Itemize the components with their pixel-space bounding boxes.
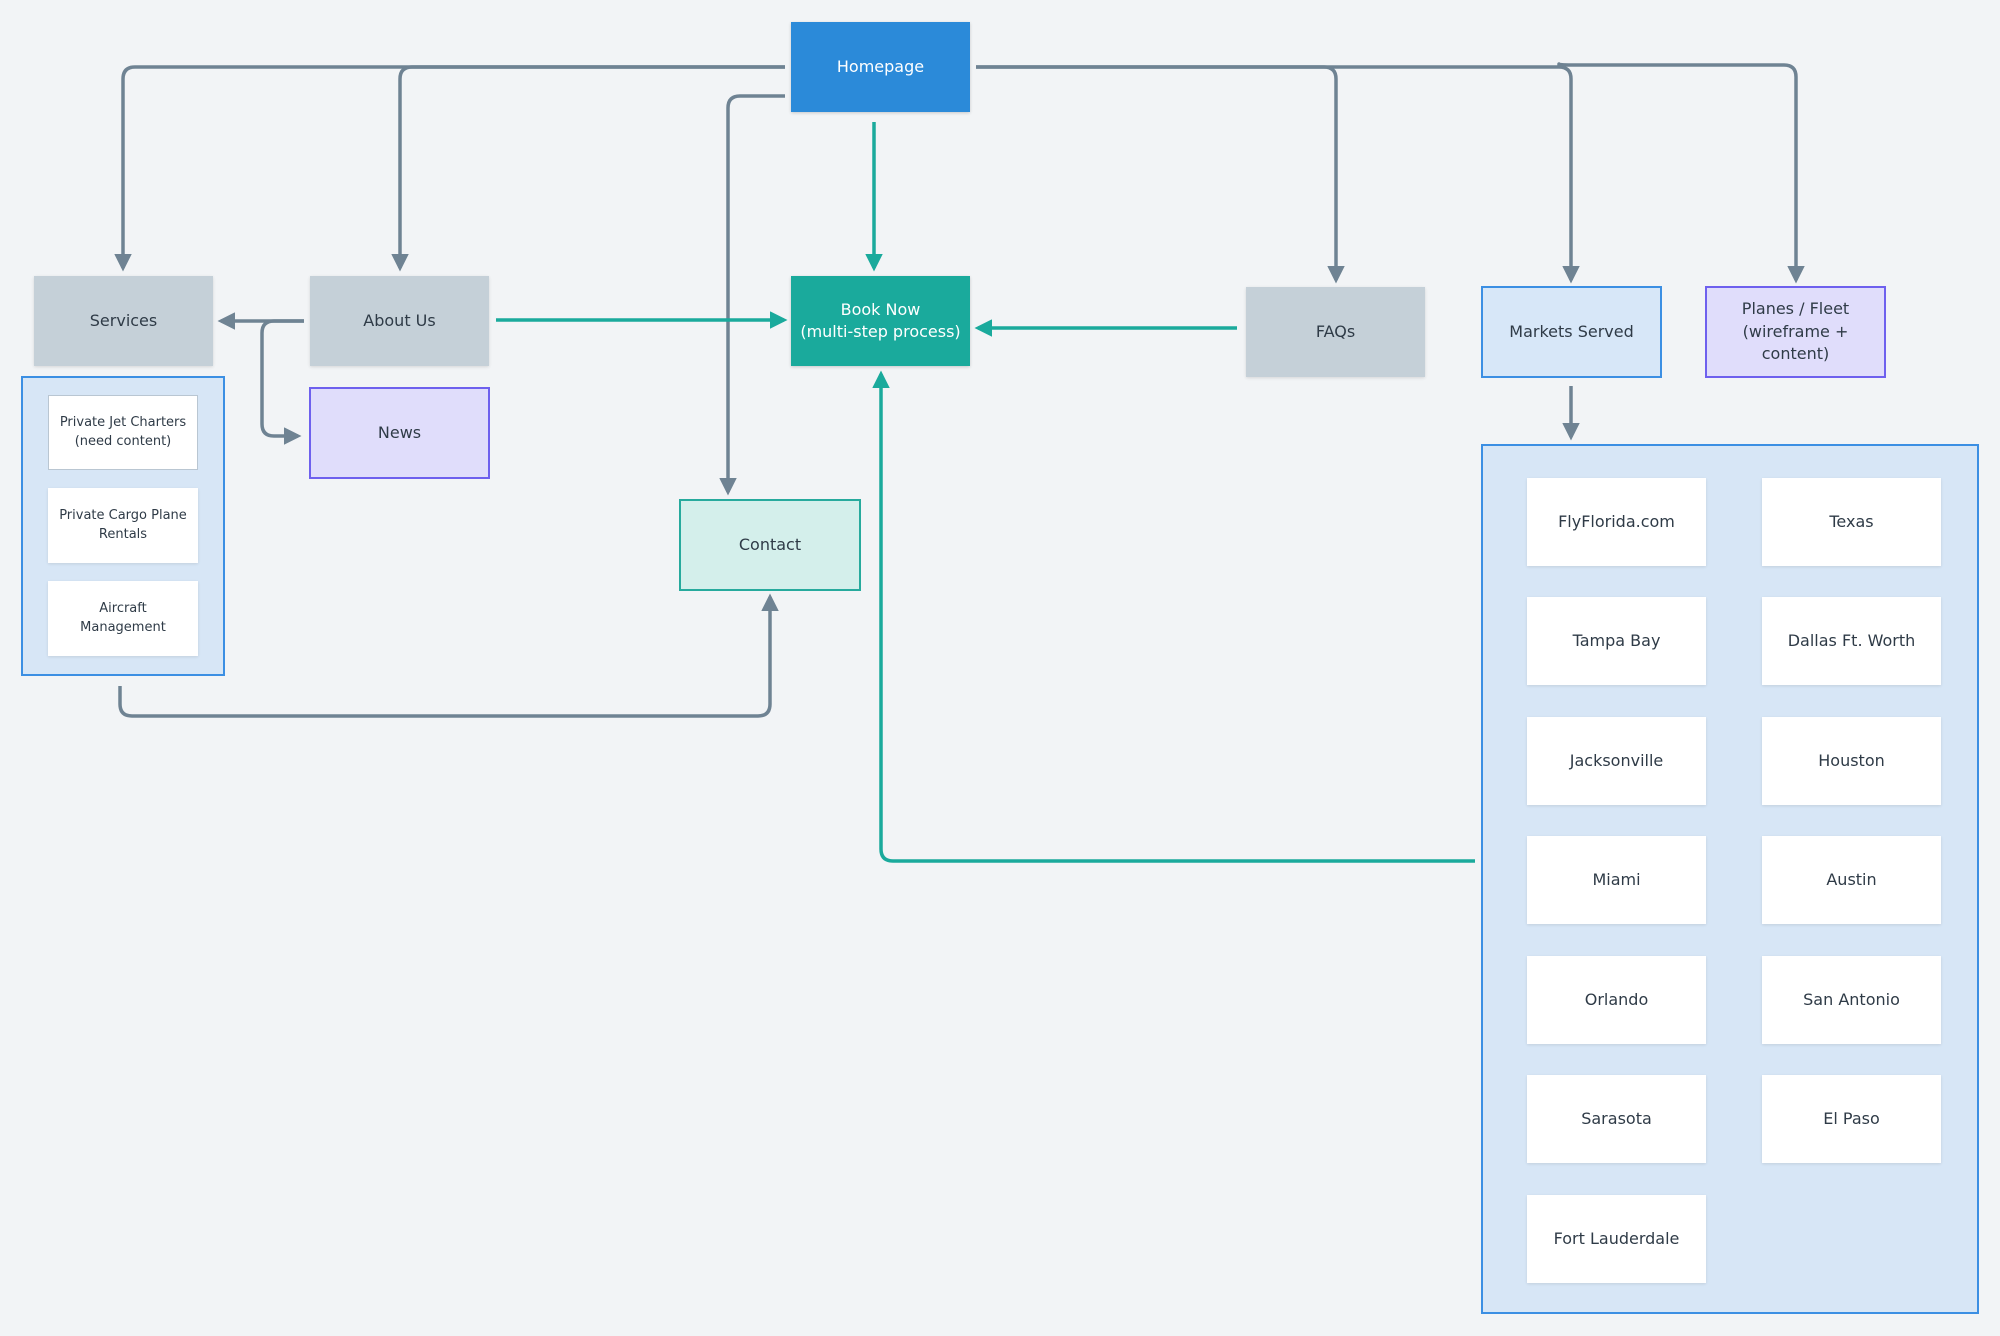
markets-served-node[interactable]: Markets Served [1481,286,1662,378]
market-item[interactable]: Miami [1527,836,1706,924]
connector-services-contact [118,593,779,718]
contact-node[interactable]: Contact [679,499,861,591]
service-item[interactable]: Aircraft Management [48,581,198,656]
market-item[interactable]: Fort Lauderdale [1527,1195,1706,1283]
market-item[interactable]: Texas [1762,478,1941,566]
connector-homepage-about [391,65,785,272]
news-node[interactable]: News [309,387,490,479]
service-item[interactable]: Private Cargo Plane Rentals [48,488,198,563]
connector-about-news [260,319,304,445]
market-item[interactable]: Tampa Bay [1527,597,1706,685]
market-item[interactable]: Austin [1762,836,1941,924]
market-item[interactable]: Houston [1762,717,1941,805]
services-node[interactable]: Services [34,276,213,366]
market-item[interactable]: Jacksonville [1527,717,1706,805]
connector-homepage-services [114,65,785,272]
service-item[interactable]: Private Jet Charters (need content) [48,395,198,470]
planes-fleet-node[interactable]: Planes / Fleet (wireframe + content) [1705,286,1886,378]
market-item[interactable]: Orlando [1527,956,1706,1044]
connector-homepage-markets [976,65,1580,284]
about-us-node[interactable]: About Us [310,276,489,366]
connector-homepage-faqs [976,65,1345,284]
faqs-node[interactable]: FAQs [1246,287,1425,377]
market-item[interactable]: San Antonio [1762,956,1941,1044]
homepage-node[interactable]: Homepage [791,22,970,112]
market-item[interactable]: El Paso [1762,1075,1941,1163]
book-now-node[interactable]: Book Now (multi-step process) [791,276,970,366]
market-item[interactable]: FlyFlorida.com [1527,478,1706,566]
connector-homepage-planes [1557,62,1805,284]
market-item[interactable]: Dallas Ft. Worth [1762,597,1941,685]
connector-homepage-contact [719,94,785,496]
connector-markets-booknow [872,370,1475,863]
market-item[interactable]: Sarasota [1527,1075,1706,1163]
